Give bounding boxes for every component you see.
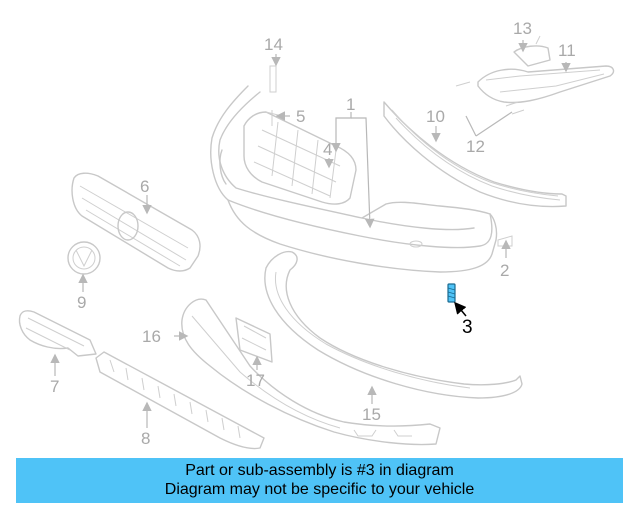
lower-strip-drawing — [264, 250, 523, 399]
callout-4: 4 — [323, 140, 332, 159]
callout-1: 1 — [346, 95, 355, 114]
center-grille-drawing — [95, 351, 265, 450]
bracket-drawing — [477, 35, 615, 104]
callout-9: 9 — [77, 293, 86, 312]
callout-12: 12 — [466, 137, 485, 156]
spoiler-drawing — [181, 298, 441, 446]
callout-3: 3 — [462, 317, 473, 338]
banner-line-disclaimer: Diagram may not be specific to your vehi… — [164, 481, 475, 498]
bumper-cover-drawing — [210, 85, 498, 273]
callout-13: 13 — [513, 19, 532, 38]
leader-lines — [50, 40, 571, 428]
callout-10: 10 — [426, 107, 445, 126]
callout-7: 7 — [50, 377, 59, 396]
lower-grille-drawing — [18, 310, 97, 357]
callout-6: 6 — [140, 177, 149, 196]
banner-line-part: Part or sub-assembly is #3 in diagram — [185, 462, 454, 479]
parts-diagram: 1 2 3 4 5 6 7 8 9 10 11 12 13 14 15 16 1… — [18, 19, 615, 450]
callout-2: 2 — [500, 261, 509, 280]
callout-14: 14 — [264, 35, 283, 54]
emblem-drawing — [67, 241, 101, 275]
grille-drawing — [71, 172, 201, 272]
callout-labels: 1 2 3 4 5 6 7 8 9 10 11 12 13 14 15 16 1… — [50, 19, 576, 448]
info-banner: Part or sub-assembly is #3 in diagram Di… — [16, 458, 623, 503]
callout-11: 11 — [558, 41, 576, 60]
part-3-screw-drawing — [447, 283, 456, 303]
callout-16: 16 — [142, 327, 161, 346]
impact-strip-drawing — [383, 101, 567, 208]
callout-15: 15 — [362, 405, 381, 424]
license-bracket-drawing — [235, 317, 273, 363]
callout-8: 8 — [141, 429, 150, 448]
callout-5: 5 — [296, 107, 305, 126]
callout-17: 17 — [246, 371, 265, 390]
